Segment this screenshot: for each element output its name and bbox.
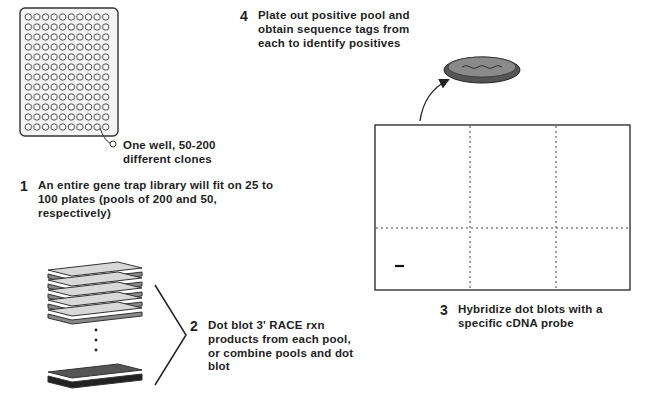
plate-stack bbox=[48, 262, 142, 388]
well-leader bbox=[100, 128, 116, 147]
callout-number: 1 bbox=[20, 178, 28, 195]
step-text: Hybridize dot blots with a specific cDNA… bbox=[458, 303, 633, 331]
well-plate bbox=[20, 8, 118, 136]
bracket bbox=[155, 285, 186, 385]
step-text: An entire gene trap library will fit on … bbox=[38, 179, 288, 220]
well-note: One well, 50-200 different clones bbox=[123, 139, 263, 167]
callout-number: 2 bbox=[190, 318, 198, 335]
callout-number: 4 bbox=[240, 8, 248, 25]
flow-arrow bbox=[420, 80, 448, 121]
step-text: Plate out positive pool and obtain seque… bbox=[258, 9, 428, 50]
dot-blot bbox=[375, 125, 630, 290]
petri-dish bbox=[444, 57, 520, 83]
callout-number: 3 bbox=[440, 302, 448, 319]
step-text: Dot blot 3' RACE rxn products from each … bbox=[208, 319, 358, 374]
